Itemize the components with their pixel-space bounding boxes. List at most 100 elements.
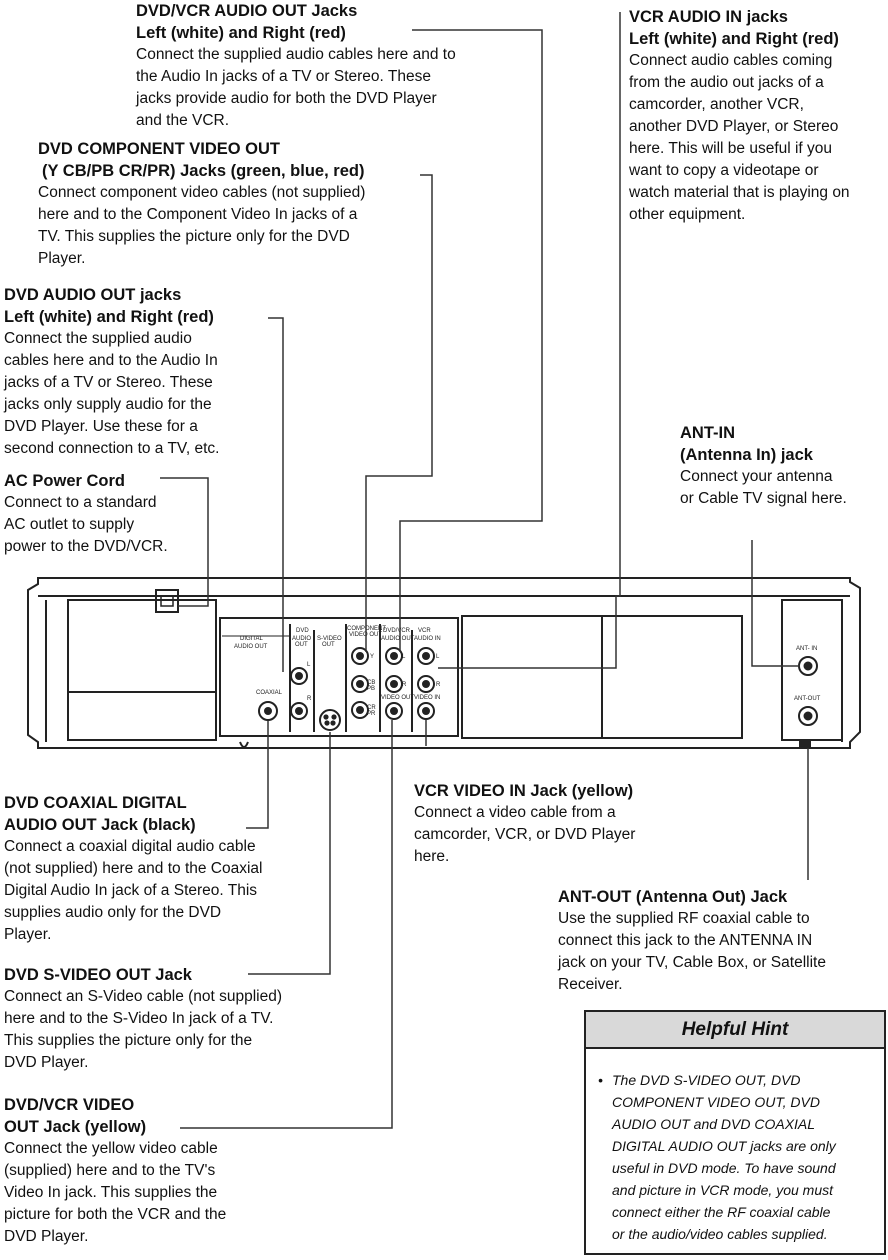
- callout-desc: watch material that is playing on: [629, 184, 850, 201]
- leader-dvdvcr-audio-out: [399, 29, 543, 652]
- callout-ant-in: ANT-IN (Antenna In) jack Connect your an…: [680, 422, 886, 510]
- dvdvcr-audio-r-jack: [385, 675, 403, 693]
- callout-desc: DVD Player.: [4, 1054, 89, 1071]
- panel-vcrin-r: R: [436, 682, 441, 688]
- callout-video-out: DVD/VCR VIDEO OUT Jack (yellow) Connect …: [4, 1094, 294, 1248]
- callout-desc: camcorder, VCR, or DVD Player: [414, 826, 636, 843]
- callout-desc: This supplies the picture only for the: [4, 1032, 253, 1049]
- callout-desc: other equipment.: [629, 206, 746, 223]
- panel-pr: PR: [367, 711, 376, 717]
- callout-dvdvcr-audio-out: DVD/VCR AUDIO OUT Jacks Left (white) and…: [136, 0, 536, 132]
- callout-title: ANT-OUT (Antenna Out) Jack: [558, 888, 788, 906]
- callout-desc: picture for both the VCR and the: [4, 1206, 227, 1223]
- vcr-audio-l-jack: [417, 647, 435, 665]
- callout-desc: here.: [414, 848, 450, 865]
- callout-svideo-out: DVD S-VIDEO OUT Jack Connect an S-Video …: [4, 964, 344, 1074]
- panel-audio-in-label: AUDIO IN: [414, 636, 441, 642]
- callout-title: DVD COMPONENT VIDEO OUT: [38, 140, 281, 158]
- callout-title-2: (Y CB/PB CR/PR) Jacks (green, blue, red): [42, 162, 365, 180]
- callout-desc: from the audio out jacks of a: [629, 74, 824, 91]
- leader-ant-in: [751, 540, 800, 667]
- leader-video-out: [180, 720, 393, 1129]
- callout-title-2: Left (white) and Right (red): [136, 24, 346, 42]
- panel-video-in-label: VIDEO IN: [414, 695, 440, 701]
- leader-ac-power: [160, 477, 209, 607]
- callout-desc: Connect a video cable from a: [414, 804, 616, 821]
- dvd-audio-l-jack: [290, 667, 308, 685]
- panel-dvd-l: L: [307, 662, 311, 668]
- callout-title: DVD/VCR AUDIO OUT Jacks: [136, 2, 358, 20]
- callout-desc: want to copy a videotape or: [629, 162, 819, 179]
- callout-title: DVD S-VIDEO OUT Jack: [4, 966, 192, 984]
- leader-dvd-audio-out: [268, 317, 284, 672]
- callout-desc: Digital Audio In jack of a Stereo. This: [4, 882, 258, 899]
- jacks: [258, 647, 818, 731]
- hint-line: AUDIO OUT and DVD COAXIAL: [612, 1116, 816, 1132]
- callout-desc: Connect the supplied audio: [4, 330, 192, 347]
- callout-title-2: (Antenna In) jack: [680, 446, 813, 464]
- panel-svideo-a: S-VIDEO: [317, 636, 342, 642]
- component-y-jack: [351, 647, 369, 665]
- ant-in-jack: [798, 656, 818, 676]
- vcr-audio-r-jack: [417, 675, 435, 693]
- panel-coaxial-label: COAXIAL: [256, 690, 283, 696]
- ant-out-jack: [798, 706, 818, 726]
- hint-line: DIGITAL AUDIO OUT jacks are only: [612, 1138, 836, 1154]
- callout-desc: (supplied) here and to the TV's: [4, 1162, 216, 1179]
- svideo-jack: [319, 709, 341, 731]
- callout-desc: Connect an S-Video cable (not supplied): [4, 988, 283, 1005]
- callout-desc: Use the supplied RF coaxial cable to: [558, 910, 810, 927]
- callout-desc: Connect the supplied audio cables here a…: [136, 46, 456, 63]
- callout-ant-out: ANT-OUT (Antenna Out) Jack Use the suppl…: [558, 886, 886, 996]
- helpful-hint-body: • The DVD S-VIDEO OUT, DVD COMPONENT VID…: [586, 1049, 884, 1245]
- device-body: [27, 577, 861, 749]
- leader-lines: [160, 12, 809, 1129]
- callout-desc: supplies audio only for the DVD: [4, 904, 222, 921]
- component-cb-jack: [351, 675, 369, 693]
- callout-component-video-out: DVD COMPONENT VIDEO OUT (Y CB/PB CR/PR) …: [38, 138, 438, 270]
- panel-vcrdvd-l: L: [402, 654, 406, 660]
- panel-y: Y: [370, 654, 374, 660]
- callout-vcr-video-in: VCR VIDEO IN Jack (yellow) Connect a vid…: [414, 780, 704, 868]
- panel-ant-in: ANT- IN: [796, 646, 817, 652]
- callout-desc: Connect a coaxial digital audio cable: [4, 838, 256, 855]
- callout-desc: Connect component video cables (not supp…: [38, 184, 366, 201]
- callout-desc: second connection to a TV, etc.: [4, 440, 220, 457]
- panel-digital-label: DIGITAL: [240, 636, 264, 642]
- callout-desc: Connect audio cables coming: [629, 52, 833, 69]
- leader-vcr-audio-in: [438, 12, 621, 669]
- panel-vcrdvd-r: R: [402, 682, 407, 688]
- hint-line: COMPONENT VIDEO OUT, DVD: [612, 1094, 820, 1110]
- coaxial-jack: [258, 701, 278, 721]
- panel-dvd-r: R: [307, 696, 312, 702]
- callout-desc: the Audio In jacks of a TV or Stereo. Th…: [136, 68, 431, 85]
- callout-desc: (not supplied) here and to the Coaxial: [4, 860, 263, 877]
- callout-desc: TV. This supplies the picture only for t…: [38, 228, 350, 245]
- callout-desc: connect this jack to the ANTENNA IN: [558, 932, 813, 949]
- callout-title-2: Left (white) and Right (red): [629, 30, 839, 48]
- component-cr-jack: [351, 701, 369, 719]
- leader-coaxial: [246, 721, 269, 829]
- panel-ant-out: ANT-OUT: [794, 696, 821, 702]
- callout-desc: camcorder, another VCR,: [629, 96, 804, 113]
- callout-desc: Connect the yellow video cable: [4, 1140, 218, 1157]
- callout-dvd-audio-out: DVD AUDIO OUT jacks Left (white) and Rig…: [4, 284, 274, 460]
- dvd-audio-r-jack: [290, 702, 308, 720]
- callout-desc: Connect to a standard: [4, 494, 157, 511]
- callout-desc: here and to the S-Video In jack of a TV.: [4, 1010, 274, 1027]
- hint-line: connect either the RF coaxial cable: [612, 1204, 831, 1220]
- panel-audio-b: OUT: [295, 642, 308, 648]
- dvdvcr-audio-l-jack: [385, 647, 403, 665]
- callout-desc: cables here and to the Audio In: [4, 352, 218, 369]
- panel-cr: CR: [367, 705, 376, 711]
- panel-dvdvcr-label: DVD/VCR: [383, 628, 411, 634]
- callout-title-2: Left (white) and Right (red): [4, 308, 214, 326]
- callout-desc: Receiver.: [558, 976, 623, 993]
- vcr-video-in-jack: [417, 702, 435, 720]
- callout-desc: DVD Player.: [4, 1228, 89, 1245]
- callout-desc: another DVD Player, or Stereo: [629, 118, 839, 135]
- callout-desc: Connect your antenna: [680, 468, 833, 485]
- hint-line: The DVD S-VIDEO OUT, DVD: [612, 1072, 801, 1088]
- callout-title-2: AUDIO OUT Jack (black): [4, 816, 196, 834]
- panel-svideo-b: OUT: [322, 642, 335, 648]
